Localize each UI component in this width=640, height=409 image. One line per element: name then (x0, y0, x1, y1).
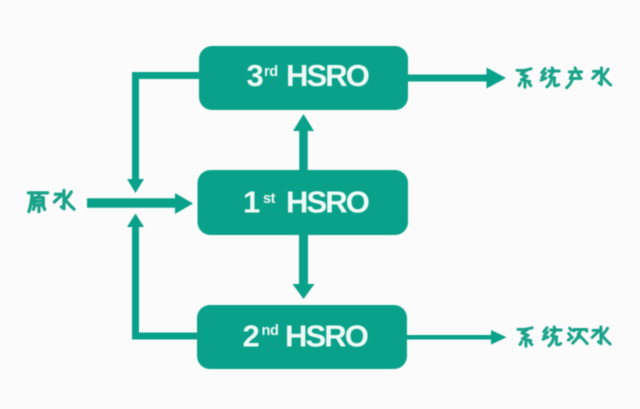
svg-text:nd: nd (262, 323, 279, 339)
svg-text:2: 2 (243, 319, 260, 354)
svg-text:HSRO: HSRO (286, 185, 369, 220)
svg-text:st: st (263, 191, 276, 207)
svg-text:HSRO: HSRO (286, 58, 369, 93)
svg-text:3: 3 (247, 58, 264, 93)
svg-text:HSRO: HSRO (285, 319, 368, 354)
svg-text:rd: rd (264, 64, 278, 80)
svg-text:1: 1 (243, 185, 260, 220)
